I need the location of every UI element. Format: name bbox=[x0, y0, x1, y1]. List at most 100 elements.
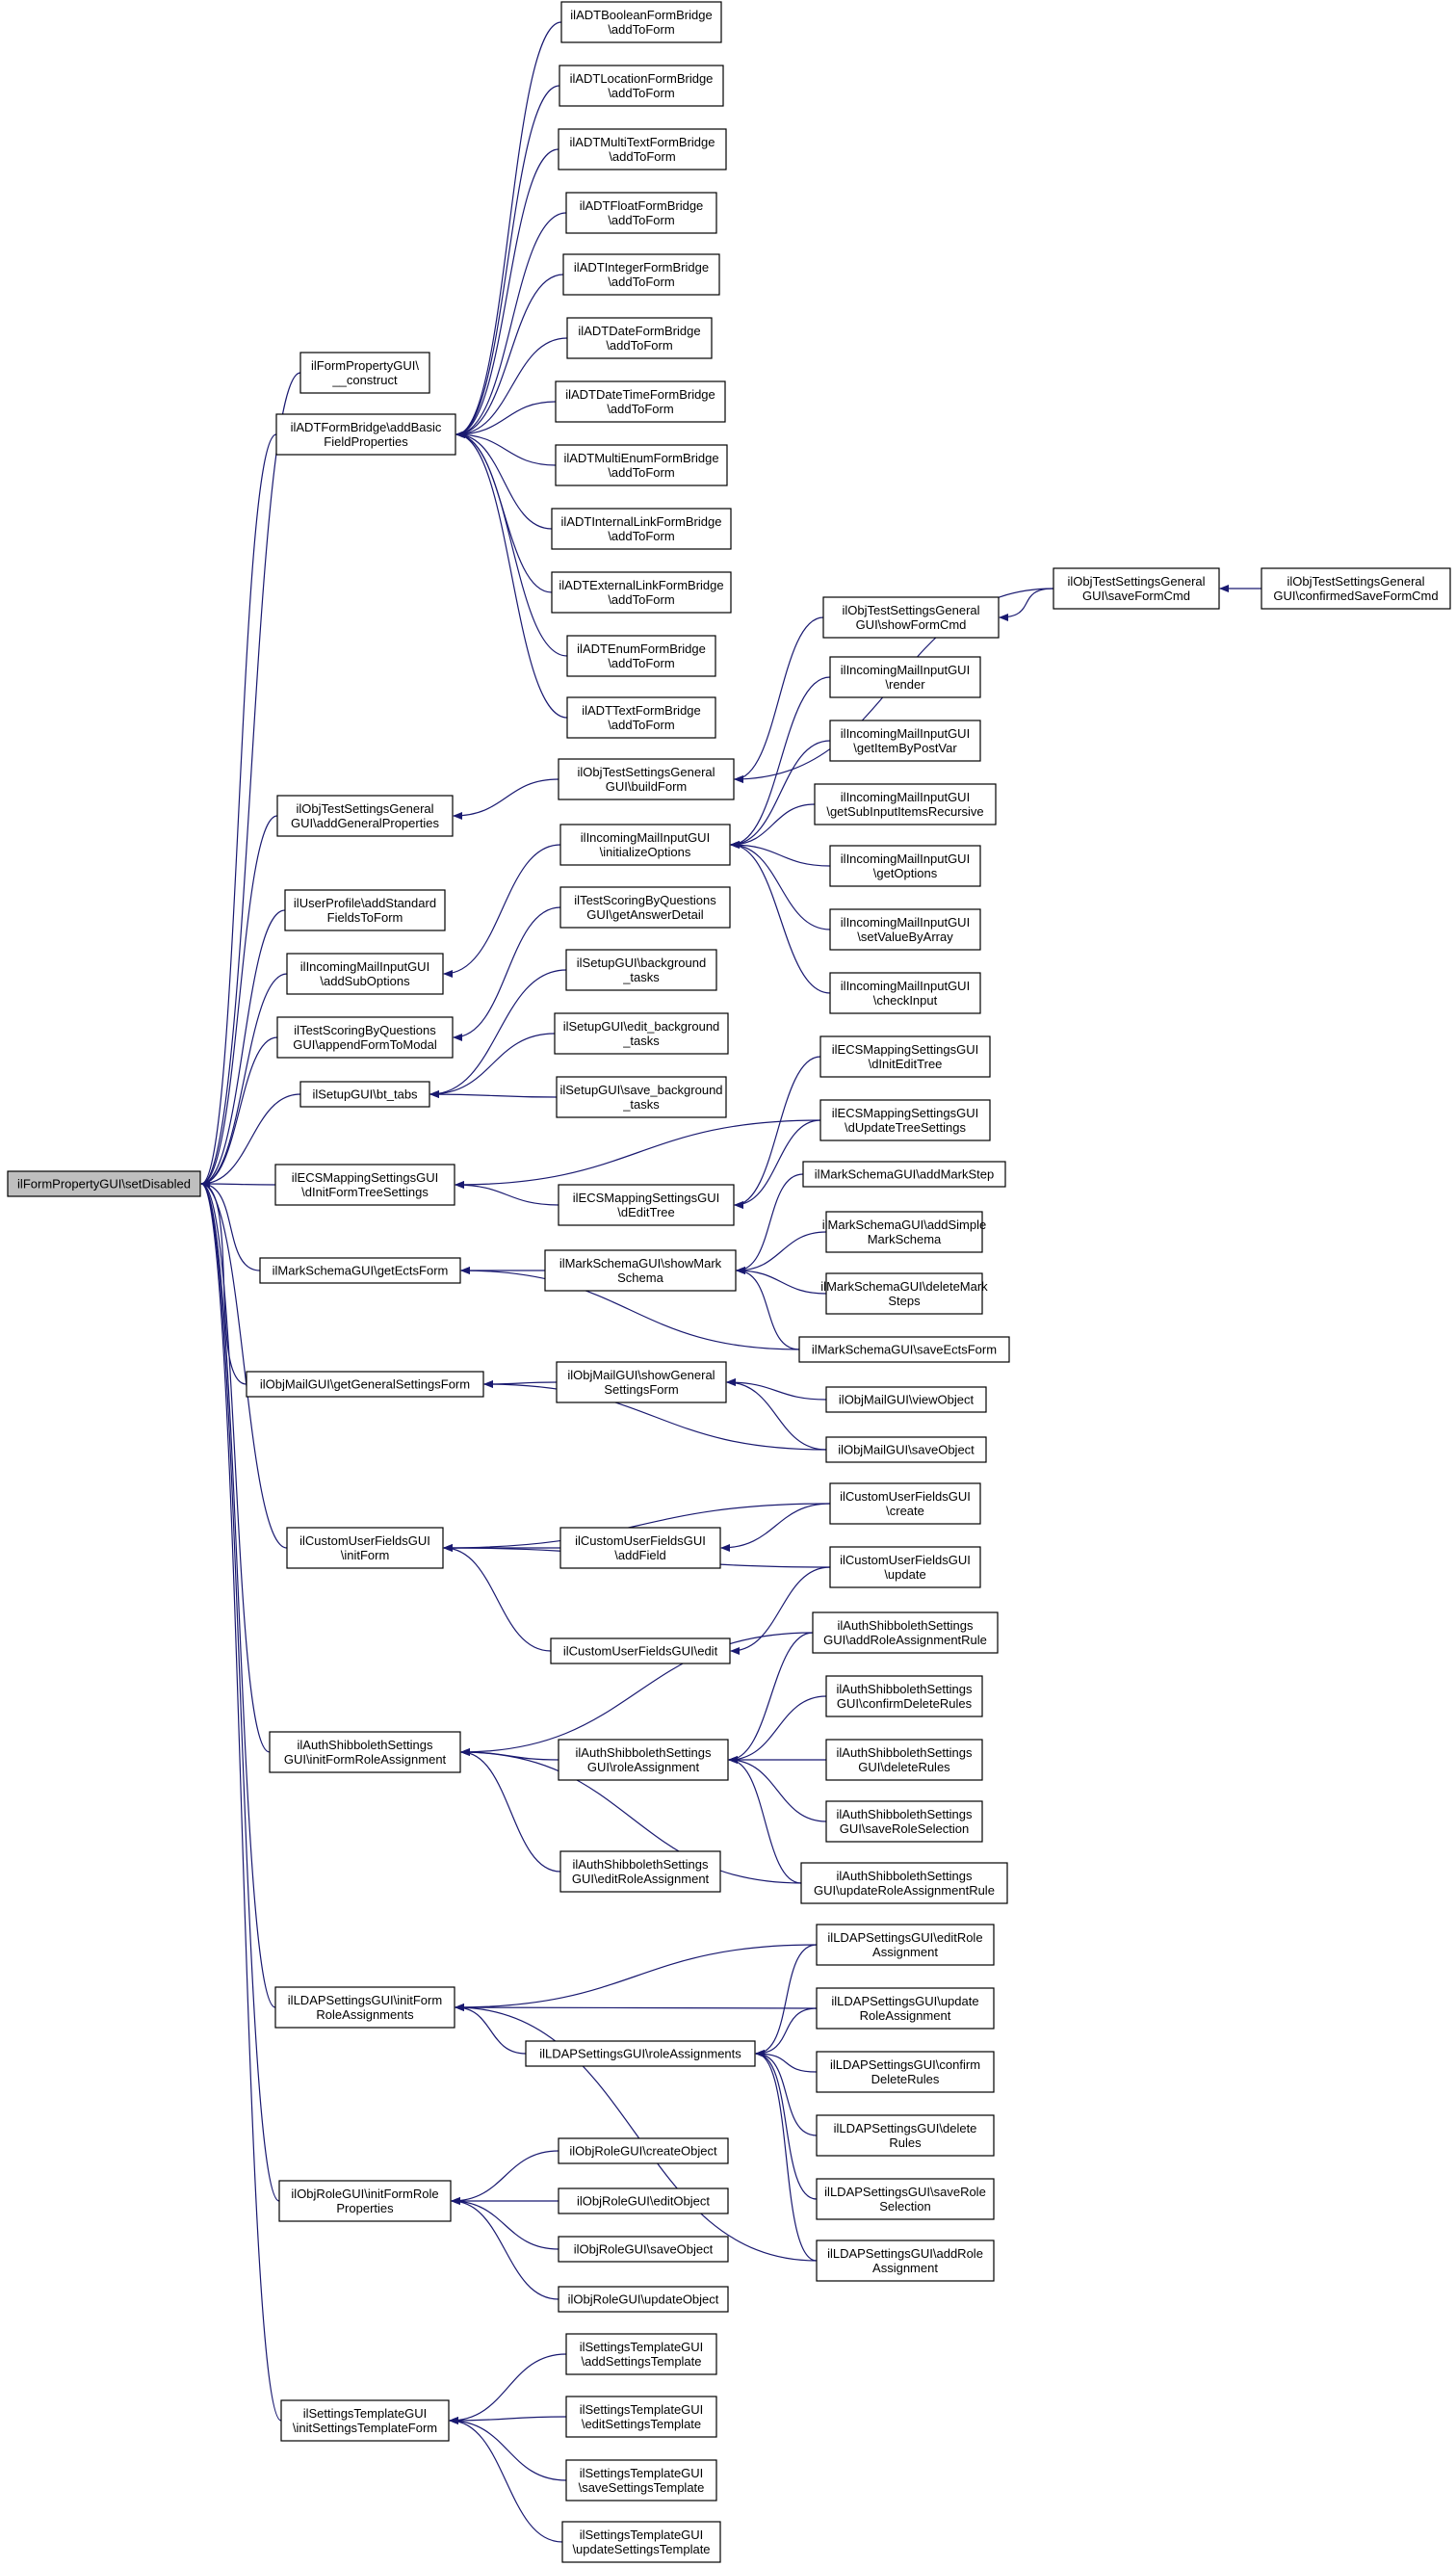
node-shibInit[interactable]: ilAuthShibbolethSettingsGUI\initFormRole… bbox=[269, 1731, 461, 1773]
node-label-line: \update bbox=[884, 1567, 925, 1582]
node-adtInt[interactable]: ilADTIntegerFormBridge\addToForm bbox=[562, 253, 720, 296]
node-ldapRoleAssign[interactable]: ilLDAPSettingsGUI\roleAssignments bbox=[525, 2040, 756, 2067]
node-adtMultiEnum[interactable]: ilADTMultiEnumFormBridge\addToForm bbox=[555, 444, 728, 486]
node-incGetOpt[interactable]: ilIncomingMailInputGUI\getOptions bbox=[829, 845, 981, 887]
node-incInitOpt[interactable]: ilIncomingMailInputGUI\initializeOptions bbox=[559, 824, 731, 866]
node-label-line: ilSetupGUI\background bbox=[577, 956, 706, 970]
node-adtBool[interactable]: ilADTBooleanFormBridge\addToForm bbox=[560, 1, 722, 43]
node-incGetItem[interactable]: ilIncomingMailInputGUI\getItemByPostVar bbox=[829, 720, 981, 762]
node-mailSave[interactable]: ilObjMailGUI\saveObject bbox=[825, 1436, 987, 1463]
node-box bbox=[562, 253, 720, 296]
node-label-line: ilADTEnumFormBridge bbox=[577, 642, 706, 656]
node-incGetSub[interactable]: ilIncomingMailInputGUI\getSubInputItemsR… bbox=[814, 783, 997, 825]
node-incCheck[interactable]: ilIncomingMailInputGUI\checkInput bbox=[829, 972, 981, 1014]
node-shibSaveSel[interactable]: ilAuthShibbolethSettingsGUI\saveRoleSele… bbox=[825, 1800, 983, 1843]
node-setupSaveBg[interactable]: ilSetupGUI\save_background_tasks bbox=[556, 1076, 727, 1118]
node-setupBg[interactable]: ilSetupGUI\background_tasks bbox=[565, 949, 717, 991]
node-box bbox=[822, 596, 1000, 639]
node-customInit[interactable]: ilCustomUserFieldsGUI\initForm bbox=[286, 1527, 444, 1569]
node-customCreate[interactable]: ilCustomUserFieldsGUI\create bbox=[829, 1482, 981, 1525]
node-customUpdate[interactable]: ilCustomUserFieldsGUI\update bbox=[829, 1546, 981, 1588]
node-setupBt[interactable]: ilSetupGUI\bt_tabs bbox=[299, 1081, 430, 1108]
node-adtDate[interactable]: ilADTDateFormBridge\addToForm bbox=[566, 317, 713, 359]
node-ldapInit[interactable]: ilLDAPSettingsGUI\initFormRoleAssignment… bbox=[274, 1986, 455, 2029]
node-tplAdd[interactable]: ilSettingsTemplateGUI\addSettingsTemplat… bbox=[565, 2333, 717, 2375]
node-shibAddRule[interactable]: ilAuthShibbolethSettingsGUI\addRoleAssig… bbox=[812, 1611, 999, 1654]
node-box bbox=[800, 1862, 1008, 1904]
node-tplUpdate[interactable]: ilSettingsTemplateGUI\updateSettingsTemp… bbox=[561, 2521, 721, 2563]
node-mailGen[interactable]: ilObjMailGUI\getGeneralSettingsForm bbox=[246, 1371, 484, 1398]
node-adtIntLink[interactable]: ilADTInternalLinkFormBridge\addToForm bbox=[551, 508, 732, 550]
node-incRender[interactable]: ilIncomingMailInputGUI\render bbox=[829, 656, 981, 698]
node-ldapSaveSel[interactable]: ilLDAPSettingsGUI\saveRoleSelection bbox=[816, 2178, 995, 2220]
node-mailView[interactable]: ilObjMailGUI\viewObject bbox=[825, 1386, 987, 1413]
node-shibUpdateRule[interactable]: ilAuthShibbolethSettingsGUI\updateRoleAs… bbox=[800, 1862, 1008, 1904]
node-label-line: ilObjMailGUI\getGeneralSettingsForm bbox=[260, 1377, 470, 1392]
node-shibRoleAssign[interactable]: ilAuthShibbolethSettingsGUI\roleAssignme… bbox=[558, 1739, 729, 1781]
node-customAddField[interactable]: ilCustomUserFieldsGUI\addField bbox=[559, 1527, 721, 1569]
node-adtFloat[interactable]: ilADTFloatFormBridge\addToForm bbox=[565, 192, 717, 234]
node-tplInit[interactable]: ilSettingsTemplateGUI\initSettingsTempla… bbox=[280, 2399, 450, 2442]
edge-incGetOpt-to-incInitOpt bbox=[730, 841, 831, 867]
node-incAddSub[interactable]: ilIncomingMailInputGUI\addSubOptions bbox=[286, 953, 444, 995]
node-scoringAnswer[interactable]: ilTestScoringByQuestionsGUI\getAnswerDet… bbox=[559, 886, 731, 929]
node-adtEnum[interactable]: ilADTEnumFormBridge\addToForm bbox=[566, 635, 716, 677]
node-tplEdit[interactable]: ilSettingsTemplateGUI\editSettingsTempla… bbox=[565, 2396, 717, 2438]
edge-setupSaveBg-to-setupBt bbox=[429, 1090, 558, 1099]
node-ecsInit[interactable]: ilECSMappingSettingsGUI\dInitFormTreeSet… bbox=[274, 1164, 455, 1206]
node-ecsInitEdit[interactable]: ilECSMappingSettingsGUI\dInitEditTree bbox=[819, 1035, 991, 1078]
node-label-line: ilADTLocationFormBridge bbox=[570, 71, 714, 86]
node-adtMultiText[interactable]: ilADTMultiTextFormBridge\addToForm bbox=[558, 128, 727, 170]
node-box bbox=[274, 1164, 455, 1206]
node-label-line: ilTestScoringByQuestions bbox=[574, 893, 716, 907]
node-adtText[interactable]: ilADTTextFormBridge\addToForm bbox=[566, 696, 716, 739]
node-label-line: \addSettingsTemplate bbox=[581, 2354, 701, 2369]
node-root[interactable]: ilFormPropertyGUI\setDisabled bbox=[7, 1170, 201, 1197]
node-ldapDelete[interactable]: ilLDAPSettingsGUI\deleteRules bbox=[816, 2114, 995, 2157]
node-incSetVal[interactable]: ilIncomingMailInputGUI\setValueByArray bbox=[829, 908, 981, 951]
node-markSaveEcts[interactable]: ilMarkSchemaGUI\saveEctsForm bbox=[798, 1336, 1010, 1363]
node-roleSave[interactable]: ilObjRoleGUI\saveObject bbox=[558, 2236, 729, 2263]
node-markAddStep[interactable]: ilMarkSchemaGUI\addMarkStep bbox=[802, 1161, 1006, 1188]
node-construct[interactable]: ilFormPropertyGUI\__construct bbox=[299, 352, 430, 394]
node-box bbox=[829, 908, 981, 951]
node-box bbox=[825, 1272, 983, 1315]
node-roleUpdate[interactable]: ilObjRoleGUI\updateObject bbox=[558, 2286, 729, 2313]
node-roleCreate[interactable]: ilObjRoleGUI\createObject bbox=[558, 2137, 729, 2164]
node-adtLoc[interactable]: ilADTLocationFormBridge\addToForm bbox=[559, 65, 724, 107]
node-roleEdit[interactable]: ilObjRoleGUI\editObject bbox=[558, 2187, 729, 2214]
node-box bbox=[286, 1527, 444, 1569]
node-confirmedSave[interactable]: ilObjTestSettingsGeneralGUI\confirmedSav… bbox=[1261, 567, 1451, 610]
node-adtDateTime[interactable]: ilADTDateTimeFormBridge\addToForm bbox=[555, 380, 726, 423]
node-markEcts[interactable]: ilMarkSchemaGUI\getEctsForm bbox=[259, 1257, 461, 1284]
node-tplSave[interactable]: ilSettingsTemplateGUI\saveSettingsTempla… bbox=[565, 2459, 717, 2502]
edge-ldapAddRole-to-ldapInit bbox=[455, 2004, 818, 2262]
node-setupEditBg[interactable]: ilSetupGUI\edit_background_tasks bbox=[554, 1012, 729, 1055]
node-ldapConfirm[interactable]: ilLDAPSettingsGUI\confirmDeleteRules bbox=[816, 2051, 995, 2093]
node-ldapEditRole[interactable]: ilLDAPSettingsGUI\editRoleAssignment bbox=[816, 1924, 995, 1966]
node-customEdit[interactable]: ilCustomUserFieldsGUI\edit bbox=[550, 1637, 731, 1664]
node-scoringAppend[interactable]: ilTestScoringByQuestionsGUI\appendFormTo… bbox=[276, 1016, 454, 1059]
node-label-line: _tasks bbox=[622, 1097, 660, 1112]
node-adtExtLink[interactable]: ilADTExternalLinkFormBridge\addToForm bbox=[551, 571, 732, 614]
node-shibConfirm[interactable]: ilAuthShibbolethSettingsGUI\confirmDelet… bbox=[825, 1675, 983, 1717]
node-ecsEditTree[interactable]: ilECSMappingSettingsGUI\dEditTree bbox=[558, 1184, 735, 1226]
node-label-line: \addToForm bbox=[609, 149, 675, 164]
node-addGeneral[interactable]: ilObjTestSettingsGeneralGUI\addGeneralPr… bbox=[276, 795, 454, 837]
node-label-line: \updateSettingsTemplate bbox=[572, 2542, 710, 2556]
node-ecsUpdate[interactable]: ilECSMappingSettingsGUI\dUpdateTreeSetti… bbox=[819, 1099, 991, 1141]
node-ldapUpdateRole[interactable]: ilLDAPSettingsGUI\updateRoleAssignment bbox=[816, 1987, 995, 2030]
node-ldapAddRole[interactable]: ilLDAPSettingsGUI\addRoleAssignment bbox=[816, 2240, 995, 2282]
node-shibEditRole[interactable]: ilAuthShibbolethSettingsGUI\editRoleAssi… bbox=[559, 1850, 721, 1893]
